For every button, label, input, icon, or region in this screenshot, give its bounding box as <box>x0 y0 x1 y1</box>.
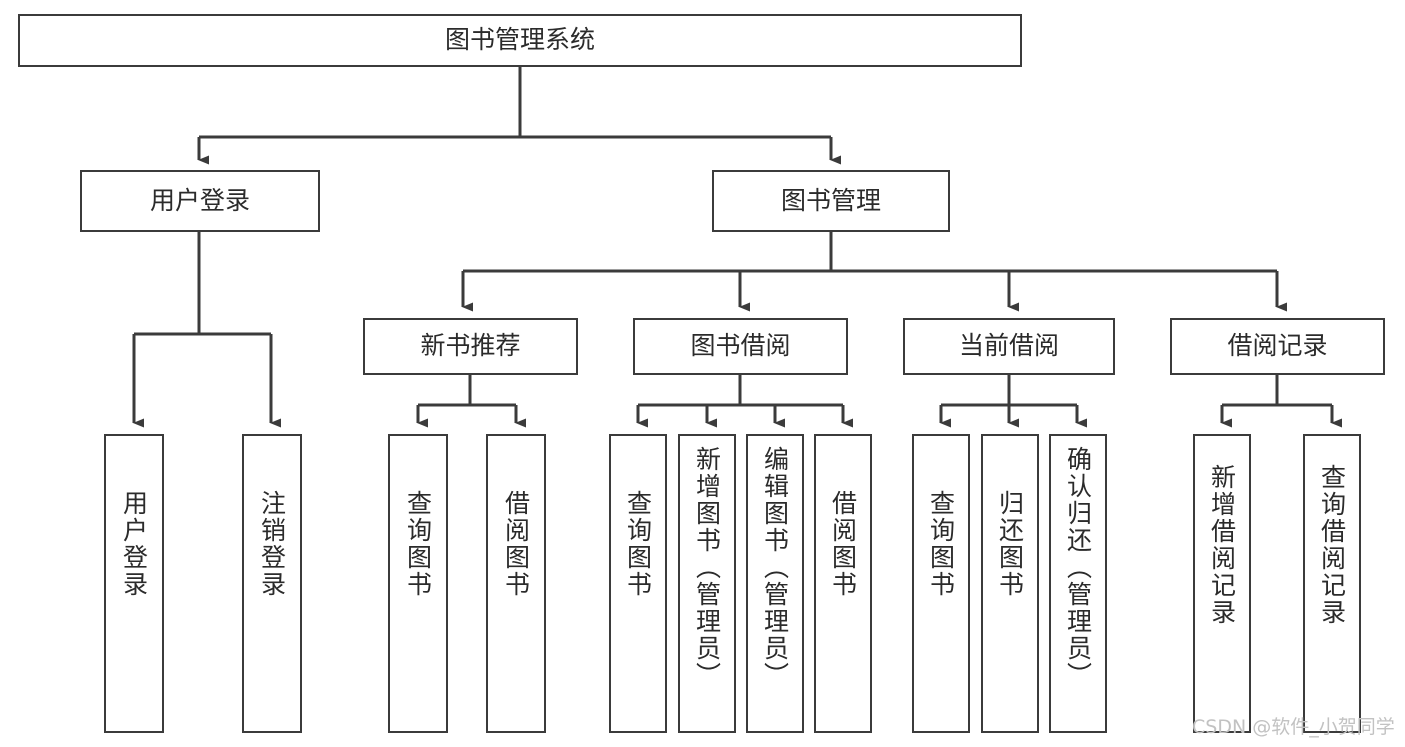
node-borrow-record[interactable]: 借阅记录 <box>1170 318 1385 375</box>
leaf-add-borrow-record[interactable]: 新增借阅记录 <box>1193 434 1251 733</box>
leaf-query-book-recommend[interactable]: 查询图书 <box>388 434 448 733</box>
leaf-query-borrow-record[interactable]: 查询借阅记录 <box>1303 434 1361 733</box>
leaf-logout[interactable]: 注销登录 <box>242 434 302 733</box>
node-book-management-label: 图书管理 <box>780 185 881 215</box>
leaf-borrow-book[interactable]: 借阅图书 <box>814 434 872 733</box>
leaf-edit-book-admin-label: 编辑图书（管理员） <box>760 446 790 689</box>
node-current-borrow-label: 当前借阅 <box>958 331 1059 361</box>
leaf-confirm-return-admin[interactable]: 确认归还（管理员） <box>1049 434 1107 733</box>
leaf-user-login[interactable]: 用户登录 <box>104 434 164 733</box>
node-book-borrow-label: 图书借阅 <box>690 331 791 361</box>
leaf-add-book-admin[interactable]: 新增图书（管理员） <box>678 434 736 733</box>
leaf-query-book-current-label: 查询图书 <box>926 490 956 598</box>
node-current-borrow[interactable]: 当前借阅 <box>903 318 1115 375</box>
leaf-borrow-book-label: 借阅图书 <box>828 490 858 598</box>
node-book-borrow[interactable]: 图书借阅 <box>633 318 848 375</box>
leaf-return-book[interactable]: 归还图书 <box>981 434 1039 733</box>
leaf-add-book-admin-label: 新增图书（管理员） <box>692 446 722 689</box>
leaf-query-book-borrow-label: 查询图书 <box>623 490 653 598</box>
csdn-watermark: CSDN @软件_小贺同学 <box>1192 716 1395 738</box>
leaf-query-borrow-record-label: 查询借阅记录 <box>1317 464 1347 626</box>
node-book-management[interactable]: 图书管理 <box>712 170 950 232</box>
leaf-query-book-recommend-label: 查询图书 <box>403 490 433 598</box>
leaf-return-book-label: 归还图书 <box>995 490 1025 598</box>
leaf-user-login-label: 用户登录 <box>119 490 149 598</box>
node-new-book-recommend-label: 新书推荐 <box>420 331 521 361</box>
node-root[interactable]: 图书管理系统 <box>18 14 1022 67</box>
node-borrow-record-label: 借阅记录 <box>1227 331 1328 361</box>
leaf-add-borrow-record-label: 新增借阅记录 <box>1207 464 1237 626</box>
node-user-login[interactable]: 用户登录 <box>80 170 320 232</box>
node-new-book-recommend[interactable]: 新书推荐 <box>363 318 578 375</box>
leaf-borrow-book-recommend-label: 借阅图书 <box>501 490 531 598</box>
leaf-borrow-book-recommend[interactable]: 借阅图书 <box>486 434 546 733</box>
leaf-query-book-borrow[interactable]: 查询图书 <box>609 434 667 733</box>
leaf-query-book-current[interactable]: 查询图书 <box>912 434 970 733</box>
node-user-login-label: 用户登录 <box>149 185 250 215</box>
leaf-logout-label: 注销登录 <box>257 490 287 598</box>
node-root-label: 图书管理系统 <box>444 25 595 55</box>
leaf-edit-book-admin[interactable]: 编辑图书（管理员） <box>746 434 804 733</box>
leaf-confirm-return-admin-label: 确认归还（管理员） <box>1063 446 1093 689</box>
